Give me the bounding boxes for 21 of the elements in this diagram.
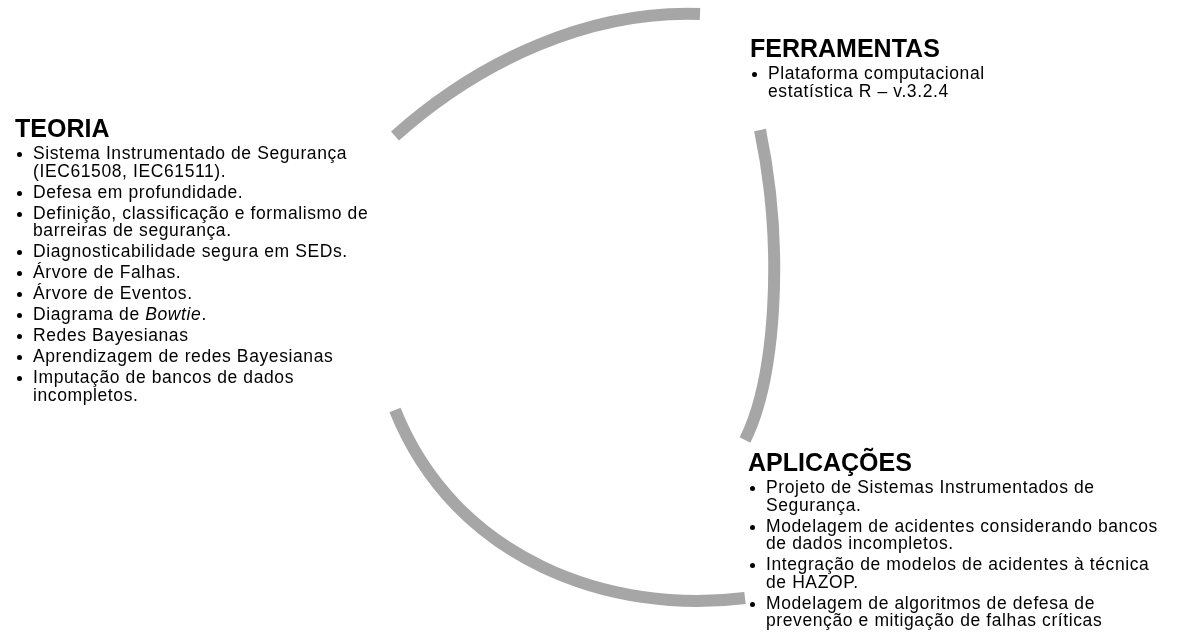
bullet-text: Árvore de Eventos. bbox=[33, 285, 194, 303]
cycle-arc bbox=[739, 128, 781, 443]
bullet-text: Diagrama de Bowtie. bbox=[33, 306, 208, 324]
section-heading: FERRAMENTAS bbox=[750, 34, 940, 62]
bullet-text: Projeto de Sistemas Instrumentados de Segurança. bbox=[766, 479, 1096, 514]
bullet-text: Modelagem de algoritmos de defesa de prevenção e mitigação de falhas críticas bbox=[766, 594, 1104, 630]
bullet-text: Modelagem de acidentes considerando bancos de dados incompletos. bbox=[766, 517, 1159, 553]
bullet-text: Defesa em profundidade. bbox=[33, 183, 245, 201]
cycle-arc bbox=[391, 8, 700, 141]
bullet-text: Definição, classificação e formalismo de barreiras de segurança. bbox=[33, 204, 370, 240]
bullet-text: Aprendizagem de redes Bayesianas bbox=[33, 348, 335, 366]
bullet-text: Integração de modelos de acidentes à técnica de HAZOP. bbox=[766, 556, 1151, 591]
section-heading: APLICAÇÕES bbox=[748, 448, 912, 476]
bullet-text: Árvore de Falhas. bbox=[33, 264, 183, 282]
bullet-text: Imputação de bancos de dados incompletos. bbox=[33, 369, 295, 404]
bullet-text: Diagnosticabilidade segura em SEDs. bbox=[33, 243, 349, 261]
cycle-arc bbox=[389, 407, 746, 607]
bullet-text: Plataforma computacional estatística R – v.3.2.4 bbox=[768, 65, 986, 100]
bullet-text: Redes Bayesianas bbox=[33, 327, 190, 345]
bullet-text: Sistema Instrumentado de Segurança (IEC61508, IEC61511). bbox=[33, 145, 349, 180]
section-heading: TEORIA bbox=[15, 114, 110, 142]
